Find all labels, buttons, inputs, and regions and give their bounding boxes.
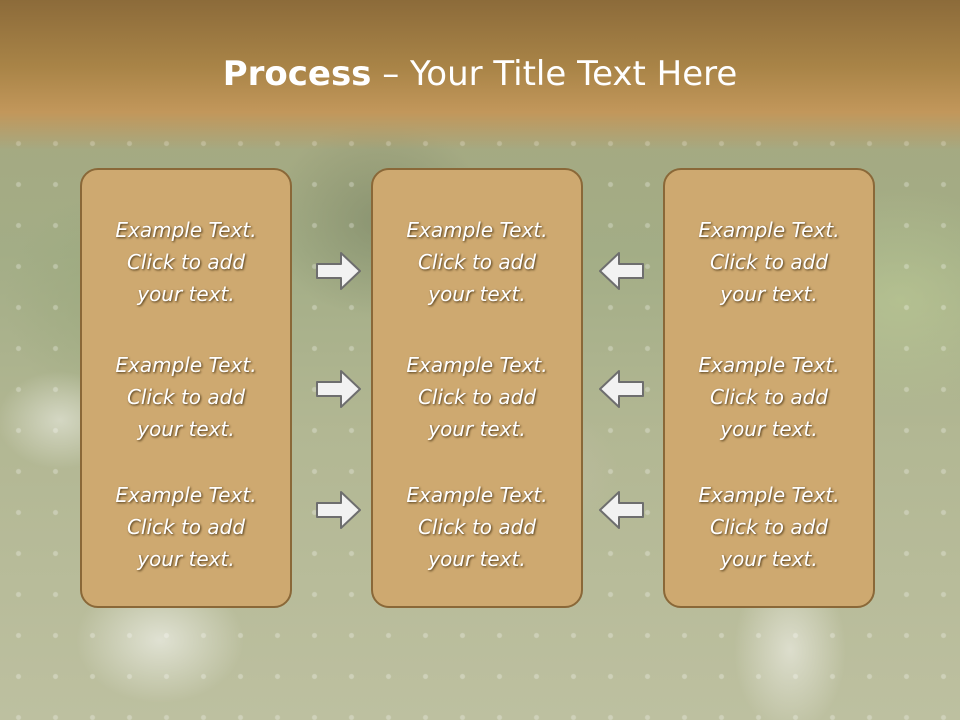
title-bold: Process — [222, 54, 372, 94]
text-line: your text. — [137, 547, 235, 571]
arrow-right-icon — [316, 252, 361, 290]
process-box-middle[interactable]: Example Text. Click to add your text. Ex… — [371, 168, 583, 608]
text-line: Example Text. — [698, 353, 840, 377]
text-line: Click to add — [417, 250, 537, 274]
text-line: Example Text. — [698, 218, 840, 242]
text-line: Click to add — [126, 515, 246, 539]
text-line: Click to add — [709, 250, 829, 274]
text-line: your text. — [428, 282, 526, 306]
text-line: your text. — [428, 417, 526, 441]
text-line: your text. — [720, 417, 818, 441]
text-block-3[interactable]: Example Text. Click to add your text. — [82, 479, 290, 575]
text-line: Click to add — [709, 515, 829, 539]
text-block-2[interactable]: Example Text. Click to add your text. — [82, 349, 290, 445]
arrow-right-icon — [316, 491, 361, 529]
text-block-3[interactable]: Example Text. Click to add your text. — [665, 479, 873, 575]
text-line: Example Text. — [406, 218, 548, 242]
text-line: Example Text. — [115, 218, 257, 242]
process-box-right[interactable]: Example Text. Click to add your text. Ex… — [663, 168, 875, 608]
text-block-2[interactable]: Example Text. Click to add your text. — [665, 349, 873, 445]
text-line: your text. — [428, 547, 526, 571]
text-block-1[interactable]: Example Text. Click to add your text. — [373, 214, 581, 310]
text-line: your text. — [720, 282, 818, 306]
arrow-right-icon — [316, 370, 361, 408]
arrow-left-icon — [599, 491, 644, 529]
text-line: Example Text. — [406, 353, 548, 377]
text-line: Example Text. — [406, 483, 548, 507]
text-line: Click to add — [417, 515, 537, 539]
slide-title[interactable]: Process – Your Title Text Here — [0, 52, 960, 96]
text-line: your text. — [137, 417, 235, 441]
text-line: Click to add — [126, 250, 246, 274]
text-block-1[interactable]: Example Text. Click to add your text. — [82, 214, 290, 310]
arrow-left-icon — [599, 370, 644, 408]
text-block-1[interactable]: Example Text. Click to add your text. — [665, 214, 873, 310]
title-bar — [0, 0, 960, 150]
arrow-left-icon — [599, 252, 644, 290]
text-line: Example Text. — [115, 353, 257, 377]
text-line: your text. — [137, 282, 235, 306]
title-rest: – Your Title Text Here — [371, 54, 738, 94]
text-line: Click to add — [126, 385, 246, 409]
text-block-2[interactable]: Example Text. Click to add your text. — [373, 349, 581, 445]
process-box-left[interactable]: Example Text. Click to add your text. Ex… — [80, 168, 292, 608]
text-line: Click to add — [709, 385, 829, 409]
text-block-3[interactable]: Example Text. Click to add your text. — [373, 479, 581, 575]
text-line: Example Text. — [115, 483, 257, 507]
text-line: Example Text. — [698, 483, 840, 507]
text-line: Click to add — [417, 385, 537, 409]
text-line: your text. — [720, 547, 818, 571]
